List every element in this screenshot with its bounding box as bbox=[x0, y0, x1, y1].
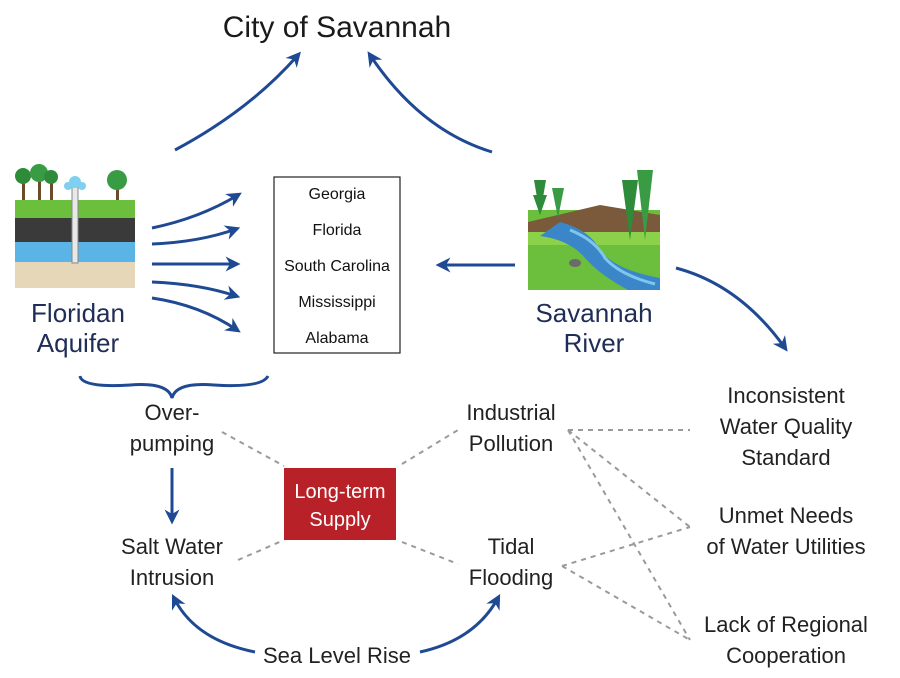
arrow-sealevel-to-saltwater bbox=[171, 593, 256, 654]
issue-quality-line2: Water Quality bbox=[720, 414, 852, 439]
dash-saltwater-center bbox=[237, 539, 285, 561]
arrow-river-to-city bbox=[367, 51, 493, 154]
state-item: Georgia bbox=[309, 186, 366, 203]
diagram-title: City of Savannah bbox=[223, 11, 451, 44]
arrow-aquifer-state-2 bbox=[151, 225, 241, 246]
state-item: Mississippi bbox=[298, 294, 375, 311]
arrow-aquifer-state-4 bbox=[151, 280, 241, 300]
overpumping-label-line2: pumping bbox=[130, 431, 214, 456]
issue-unmet-line1: Unmet Needs bbox=[719, 503, 854, 528]
arrow-aquifer-state-5 bbox=[151, 296, 241, 333]
river-illustration-icon bbox=[528, 170, 660, 290]
long-term-supply-line2: Supply bbox=[309, 509, 370, 531]
tidal-label-line1: Tidal bbox=[488, 534, 535, 559]
state-item: South Carolina bbox=[284, 258, 390, 275]
aquifer-label-line1: Floridan bbox=[31, 298, 125, 328]
issue-quality-line3: Standard bbox=[741, 445, 830, 470]
sealevel-label: Sea Level Rise bbox=[263, 643, 411, 668]
state-item: Alabama bbox=[305, 330, 368, 347]
river-label-line2: River bbox=[564, 328, 625, 358]
states-box bbox=[273, 176, 401, 354]
arrow-river-to-issues bbox=[675, 266, 788, 352]
dash-industrial-unmet bbox=[567, 429, 691, 528]
aquifer-illustration-icon bbox=[15, 164, 135, 288]
dash-industrial-center bbox=[401, 429, 459, 465]
saltwater-label-line2: Intrusion bbox=[130, 565, 214, 590]
saltwater-label-line1: Salt Water bbox=[121, 534, 223, 559]
issue-unmet-line2: of Water Utilities bbox=[706, 534, 865, 559]
long-term-supply-box bbox=[284, 468, 396, 540]
industrial-label-line1: Industrial bbox=[466, 400, 555, 425]
arrow-aquifer-state-1 bbox=[151, 192, 242, 230]
long-term-supply-line1: Long-term bbox=[294, 481, 385, 503]
dash-industrial-cooperation bbox=[567, 429, 691, 641]
overpumping-label-line1: Over- bbox=[145, 400, 200, 425]
dash-tidal-cooperation bbox=[561, 565, 691, 641]
issue-cooperation-line1: Lack of Regional bbox=[704, 612, 868, 637]
river-label-line1: Savannah bbox=[535, 298, 652, 328]
state-item: Florida bbox=[313, 222, 362, 239]
industrial-label-line2: Pollution bbox=[469, 431, 553, 456]
arrow-sealevel-to-tidal bbox=[419, 594, 501, 654]
issue-cooperation-line2: Cooperation bbox=[726, 643, 846, 668]
dash-tidal-center bbox=[401, 541, 459, 565]
issue-quality-line1: Inconsistent bbox=[727, 383, 844, 408]
arrow-aquifer-to-city bbox=[174, 51, 301, 152]
aquifer-label-line2: Aquifer bbox=[37, 328, 120, 358]
tidal-label-line2: Flooding bbox=[469, 565, 553, 590]
dash-tidal-unmet bbox=[561, 526, 691, 567]
aquifer-brace bbox=[78, 375, 270, 399]
dash-overpumping-center bbox=[221, 431, 285, 467]
